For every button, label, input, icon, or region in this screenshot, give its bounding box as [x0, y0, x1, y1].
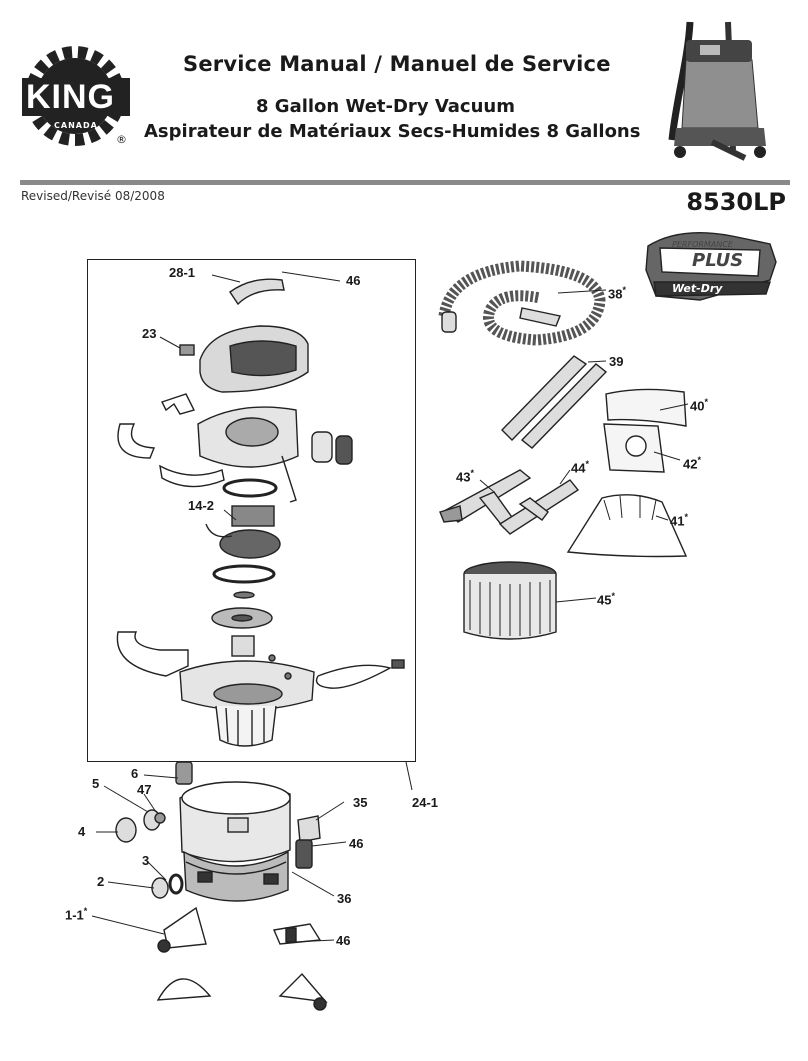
callout-42-asterisk: * — [697, 455, 701, 465]
callout-24-1: 24-1 — [412, 795, 439, 810]
callout-45-asterisk: * — [611, 591, 615, 601]
badge-line3: Wet-Dry — [672, 282, 723, 295]
page-title: Service Manual / Manuel de Service — [183, 52, 611, 76]
callout-35: 35 — [353, 795, 368, 810]
accessory-parts — [438, 232, 777, 640]
callout-23: 23 — [142, 326, 157, 341]
vacuum-photo — [668, 21, 766, 161]
logo-registered: ® — [116, 133, 127, 146]
callout-43-number: 43 — [456, 469, 471, 485]
king-logo: KING — [22, 78, 130, 116]
callout-5: 5 — [92, 776, 100, 791]
king-logo-gear — [22, 46, 130, 146]
callout-1-1-number: 1-1 — [65, 907, 84, 923]
callout-6: 6 — [131, 766, 139, 781]
product-name-fr: Aspirateur de Matériaux Secs-Humides 8 G… — [144, 121, 641, 142]
callout-38-asterisk: * — [622, 285, 626, 295]
callout-38-number: 38 — [608, 286, 623, 302]
callout-46-bottom: 46 — [336, 933, 351, 948]
callout-44-asterisk: * — [585, 459, 589, 469]
badge-line2: PLUS — [692, 250, 744, 271]
callout-3: 3 — [142, 853, 150, 868]
callout-14-2: 14-2 — [188, 498, 215, 513]
callout-46-top: 46 — [346, 273, 361, 288]
motor-head-frame — [87, 259, 416, 762]
logo-brand: KING — [26, 78, 115, 116]
motor-head-parts — [116, 278, 405, 747]
callout-36: 36 — [337, 891, 352, 906]
callout-47: 47 — [137, 782, 152, 797]
badge-line1: PERFORMANCE — [672, 240, 733, 249]
callout-45-number: 45 — [597, 592, 612, 608]
callout-44: 44* — [571, 459, 589, 475]
callout-43-asterisk: * — [470, 468, 474, 478]
callout-41-asterisk: * — [684, 512, 688, 522]
callout-39: 39 — [609, 354, 624, 369]
callout-41: 41* — [670, 512, 688, 528]
leader-lines — [91, 271, 689, 943]
header-divider — [20, 180, 790, 185]
revision-date: Revised/Revisé 08/2008 — [21, 189, 165, 203]
callout-41-number: 41 — [670, 513, 685, 529]
callout-28-1: 28-1 — [169, 265, 196, 280]
callout-1-1: 1-1* — [65, 906, 87, 922]
callout-2: 2 — [97, 874, 105, 889]
callout-42-number: 42 — [683, 456, 698, 472]
callout-43: 43* — [456, 468, 474, 484]
callout-42: 42* — [683, 455, 701, 471]
model-number: 8530LP — [686, 188, 786, 216]
logo-sub: CANADA — [54, 121, 98, 130]
callout-40: 40* — [690, 397, 708, 413]
callout-38: 38* — [608, 285, 626, 301]
callout-44-number: 44 — [571, 460, 586, 476]
callout-45: 45* — [597, 591, 615, 607]
callout-46-mid: 46 — [349, 836, 364, 851]
tank-parts — [115, 761, 328, 1011]
callout-40-asterisk: * — [704, 397, 708, 407]
callout-1-1-asterisk: * — [83, 906, 88, 916]
callout-40-number: 40 — [690, 398, 705, 414]
callout-4: 4 — [78, 824, 86, 839]
product-name-en: 8 Gallon Wet-Dry Vacuum — [256, 96, 515, 117]
